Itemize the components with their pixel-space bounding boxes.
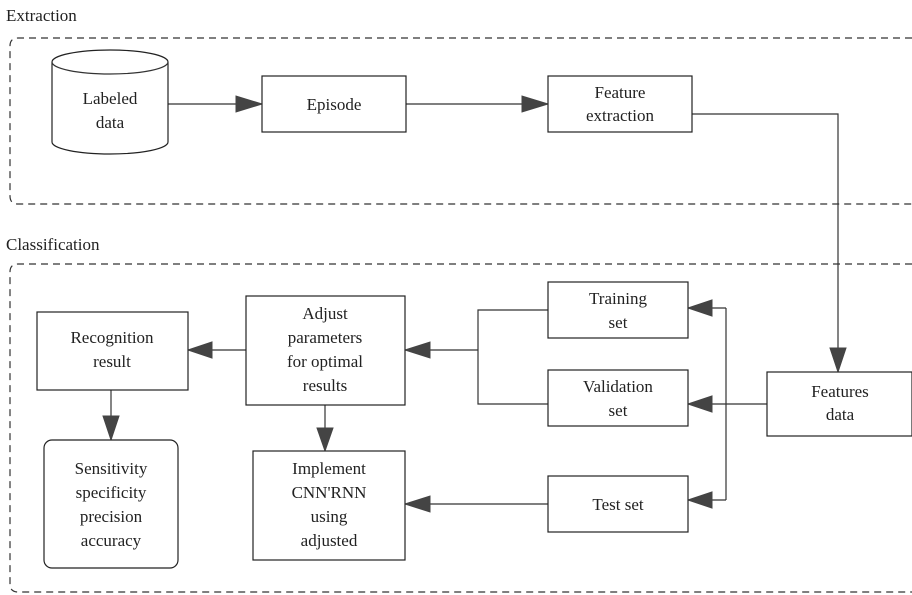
arrowhead (186, 341, 213, 359)
arrowhead (235, 95, 264, 113)
node-episode: Episode (261, 75, 407, 133)
arrowhead (829, 347, 847, 374)
classification-frame (9, 263, 912, 593)
node-label-line: precision (80, 507, 143, 526)
node-metrics: Sensitivity specificity precision accura… (43, 439, 179, 569)
classification-section-label: Classification (6, 235, 100, 254)
node-adjust-parameters: Adjust parameters for optimal results (245, 295, 406, 406)
node-label-line: results (303, 376, 347, 395)
node-label-line: Adjust (302, 304, 348, 323)
extraction-section-label: Extraction (6, 6, 77, 25)
node-feature-extraction: Feature extraction (547, 75, 693, 133)
connectors (102, 95, 847, 513)
node-label-line: Features (811, 382, 869, 401)
extraction-section: Extraction (6, 6, 912, 205)
arrowhead (102, 415, 120, 442)
node-label-line: Episode (307, 95, 362, 114)
node-label-line: data (96, 113, 125, 132)
node-label-line: specificity (76, 483, 147, 502)
arrowhead (316, 427, 334, 453)
node-label-line: Feature (595, 83, 646, 102)
node-label-line: accuracy (81, 531, 142, 550)
node-label-line: Implement (292, 459, 366, 478)
node-validation-set: Validation set (547, 369, 689, 427)
node-label-line: Sensitivity (75, 459, 148, 478)
node-label-line: Validation (583, 377, 653, 396)
node-label-line: CNN'RNN (292, 483, 367, 502)
node-implement-model: Implement CNN'RNN using adjusted (252, 450, 406, 561)
node-label-line: Recognition (70, 328, 154, 347)
edge-feature-extraction-to-features-data (692, 113, 839, 354)
arrowhead (686, 491, 713, 509)
node-recognition-result: Recognition result (36, 311, 189, 391)
node-label-line: parameters (288, 328, 363, 347)
node-label-line: adjusted (301, 531, 358, 550)
arrowhead (686, 299, 713, 317)
edge-sets-merge (477, 309, 548, 405)
arrowhead (686, 395, 713, 413)
arrowhead (403, 341, 431, 359)
node-training-set: Training set (547, 281, 689, 339)
node-label-line: data (826, 405, 855, 424)
database-cylinder-icon (51, 49, 169, 155)
node-label-line: for optimal (287, 352, 363, 371)
node-label-line: set (609, 313, 628, 332)
node-label-line: Test set (592, 495, 643, 514)
node-label-line: set (609, 401, 628, 420)
arrowhead (521, 95, 550, 113)
arrowhead (403, 495, 431, 513)
node-features-data: Features data (766, 371, 912, 437)
node-label-line: result (93, 352, 131, 371)
node-label-line: Training (589, 289, 647, 308)
classification-section: Classification (6, 235, 912, 593)
node-label-line: using (311, 507, 348, 526)
node-label-line: extraction (586, 106, 654, 125)
node-test-set: Test set (547, 475, 689, 533)
node-labeled-data: Labeled data (51, 49, 169, 155)
node-label-line: Labeled (83, 89, 138, 108)
